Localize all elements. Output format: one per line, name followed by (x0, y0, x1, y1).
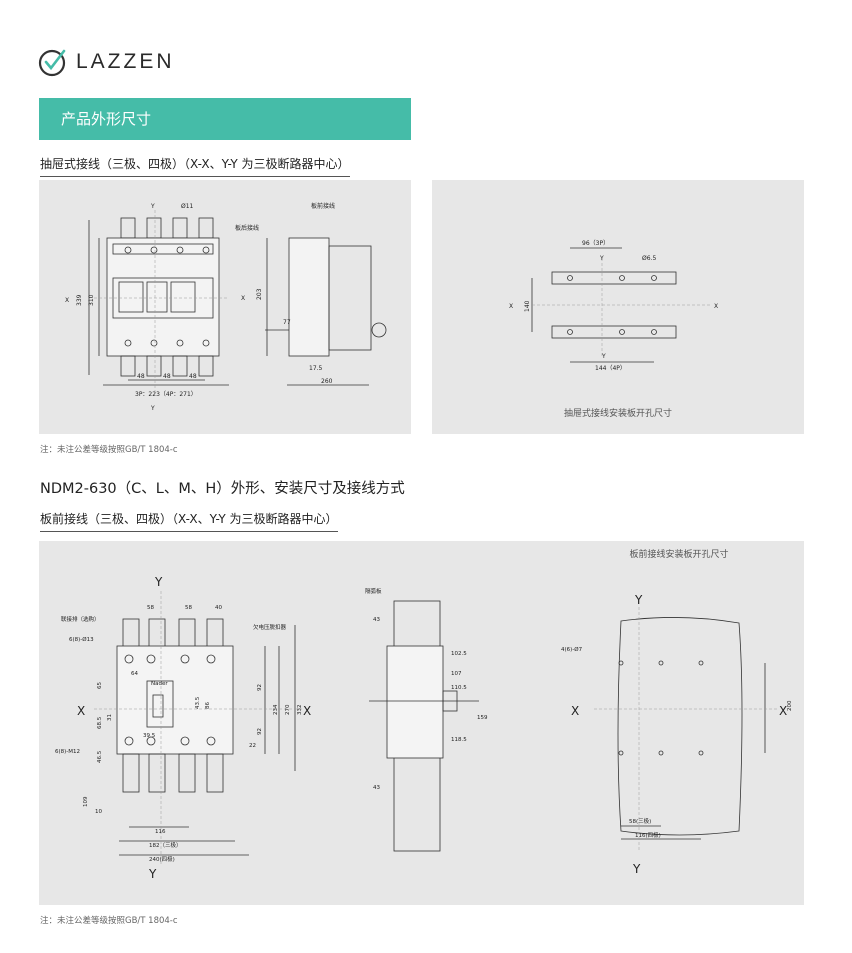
drawout-mounting-panel: 96（3P） Y Ø6.5 X 140 X Y 144（4P） 抽屉式接线安装板… (432, 180, 804, 434)
mount-hole: 4(6)-Ø7 (561, 646, 583, 653)
caption: 抽屉式接线安装板开孔尺寸 (564, 407, 672, 419)
label-86: 86 (205, 702, 211, 709)
section2-caption: 板前接线安装板开孔尺寸 (629, 548, 728, 560)
label-107: 107 (451, 671, 462, 677)
section2-subtitle: 板前接线（三极、四极）（X-X、Y-Y 为三极断路器中心） (40, 510, 338, 532)
label-109: 109 (83, 796, 89, 807)
label-m12: 6(8)-M12 (55, 749, 80, 755)
label-43b: 43 (373, 785, 380, 791)
label-y-bot: Y (150, 405, 155, 412)
label-465: 46.5 (97, 750, 103, 763)
label-58a: 58 (147, 605, 154, 611)
mount-58: 58(三极) (629, 817, 651, 825)
brand-name: LAZZEN (76, 50, 175, 73)
label-332: 332 (297, 705, 303, 716)
label-hole: 6(8)-Ø13 (69, 636, 94, 643)
label-48a: 48 (137, 373, 145, 380)
mount-x-right: X (779, 704, 787, 718)
label-1185: 118.5 (451, 737, 467, 743)
label-144: 144（4P） (595, 365, 626, 372)
label-240: 240(四极) (149, 855, 175, 863)
drawout-dimension-panel: Y Ø11 板前接线 板后接线 X 339 310 X 203 77 17.5 … (39, 180, 411, 434)
section2-heading: NDM2-630（C、L、M、H）外形、安装尺寸及接线方式 (40, 481, 405, 497)
label-116: 116 (155, 829, 166, 835)
mount-y-top: Y (634, 593, 643, 607)
label-310: 310 (88, 294, 95, 306)
label-140: 140 (524, 300, 531, 312)
label-10: 10 (95, 809, 102, 815)
label-front: 板前接线 (311, 202, 335, 210)
label-dia: Ø6.5 (642, 255, 656, 262)
section1-subtitle: 抽屉式接线（三极、四极）（X-X、Y-Y 为三极断路器中心） (40, 155, 350, 177)
brand-logo: LAZZEN (38, 46, 175, 78)
label-234: 234 (273, 704, 279, 715)
label-y-top: Y (150, 203, 155, 210)
label-dia: Ø11 (181, 203, 194, 210)
label-182: 182（三极） (149, 841, 182, 849)
label-435: 43.5 (195, 696, 201, 709)
label-x-right: X (303, 704, 311, 718)
label-159: 159 (477, 715, 488, 721)
label-260: 260 (321, 378, 333, 385)
section1-note: 注：未注公差等级按照GB/T 1804-c (40, 445, 178, 455)
label-nameplate: Nader (151, 681, 168, 687)
label-395: 39.5 (143, 733, 156, 739)
label-203: 203 (256, 288, 263, 300)
label-y-top: Y (154, 575, 163, 589)
label-270: 270 (285, 704, 291, 715)
label-x-left: X (509, 303, 513, 310)
label-screw: 联接排（选购） (61, 615, 100, 623)
label-y-top: Y (599, 255, 604, 262)
mount-y-bot: Y (632, 862, 641, 876)
label-1025: 102.5 (451, 651, 467, 657)
label-plate: 隔弧板 (365, 587, 382, 595)
label-x-left: X (77, 704, 85, 718)
front-connection-drawing: Y X X Y Y X X Y 58 58 40 联接排（选购） 6(8)-Ø1… (55, 548, 793, 881)
mount-116: 116(四极) (635, 831, 661, 839)
label-y-bot: Y (148, 867, 157, 881)
check-circle-icon (38, 49, 66, 77)
label-92b: 92 (257, 728, 263, 735)
mount-200: 200 (787, 700, 793, 711)
label-rear: 板后接线 (235, 224, 259, 232)
label-y-bot: Y (601, 353, 606, 360)
label-685: 68.5 (97, 716, 103, 729)
drawout-dimension-drawing: Y Ø11 板前接线 板后接线 X 339 310 X 203 77 17.5 … (65, 202, 387, 412)
label-1105: 110.5 (451, 685, 467, 691)
label-77: 77 (283, 319, 291, 326)
label-339: 339 (76, 294, 83, 306)
drawout-mounting-drawing: 96（3P） Y Ø6.5 X 140 X Y 144（4P） 抽屉式接线安装板… (509, 240, 718, 419)
mount-x-left: X (571, 704, 579, 718)
label-96: 96（3P） (582, 240, 609, 247)
label-65: 65 (97, 682, 103, 689)
label-x-right: X (714, 303, 718, 310)
label-58b: 58 (185, 605, 192, 611)
label-48b: 48 (163, 373, 171, 380)
label-x-mid: X (241, 295, 245, 302)
label-31: 31 (107, 714, 113, 721)
front-connection-panel: Y X X Y Y X X Y 58 58 40 联接排（选购） 6(8)-Ø1… (39, 541, 804, 905)
label-64: 64 (131, 671, 138, 677)
label-43a: 43 (373, 617, 380, 623)
section2-note: 注：未注公差等级按照GB/T 1804-c (40, 916, 178, 926)
label-48c: 48 (189, 373, 197, 380)
label-17: 17.5 (309, 365, 323, 372)
label-shunt: 欠电压脱扣器 (253, 623, 287, 631)
label-x-left: X (65, 297, 69, 304)
section-banner: 产品外形尺寸 (39, 98, 411, 140)
label-92a: 92 (257, 684, 263, 691)
label-22: 22 (249, 743, 256, 749)
label-40: 40 (215, 605, 222, 611)
label-width: 3P：223（4P：271） (135, 391, 197, 398)
